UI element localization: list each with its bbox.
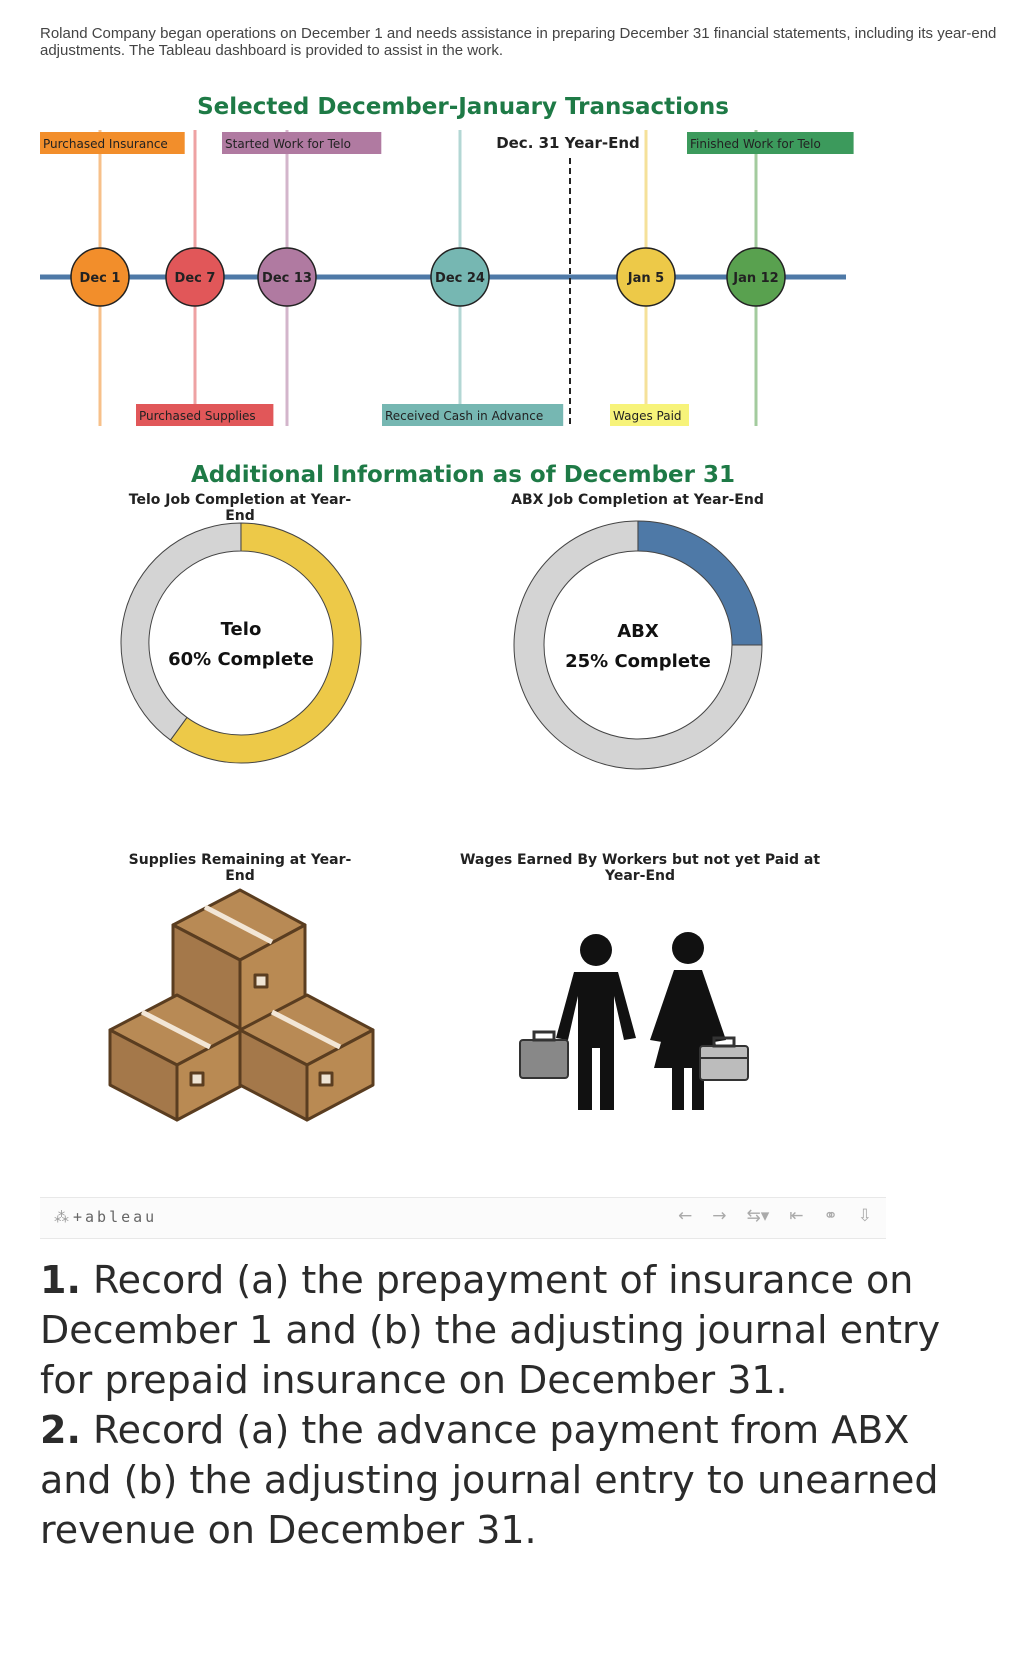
year-end-label: Dec. 31 Year-End <box>496 134 640 152</box>
timeline-event-label: Wages Paid <box>610 404 689 426</box>
download-icon[interactable]: ⇩ <box>857 1206 872 1226</box>
complete-slice <box>169 522 362 764</box>
timeline-event-date: Jan 5 <box>627 271 664 286</box>
timeline-event-circle <box>165 247 225 307</box>
additional-info-title: Additional Information as of December 31 <box>190 462 736 488</box>
remaining-slice <box>513 520 763 770</box>
timeline-event-text: Purchased Insurance <box>43 137 168 151</box>
timeline-event-text: Wages Paid <box>613 409 682 423</box>
tableau-logo[interactable]: ⁂+ableau <box>54 1208 158 1226</box>
donut-center-name: ABX <box>617 621 659 642</box>
questions: 1. Record (a) the prepayment of insuranc… <box>40 1255 990 1555</box>
timeline-event-label: Purchased Supplies <box>136 404 274 426</box>
timeline-event-circle <box>616 247 676 307</box>
redo-icon[interactable]: → <box>712 1206 727 1226</box>
tableau-toolbar: ⁂+ableau ← → ⇆▾ ⇤ ⚭ ⇩ <box>40 1197 886 1239</box>
timeline-event-label: Purchased Insurance <box>40 132 185 154</box>
abx-donut-chart[interactable]: ABX 25% Complete <box>513 520 763 770</box>
donut-center-name: Telo <box>221 619 262 640</box>
abx-chart-title: ABX Job Completion at Year-End <box>511 492 764 508</box>
reset-icon[interactable]: ⇤ <box>789 1206 804 1226</box>
wages-title: Wages Earned By Workers but not yet Paid… <box>459 852 821 884</box>
timeline-event-date: Dec 7 <box>175 271 216 286</box>
workers-image <box>519 932 749 1110</box>
timeline-event-date: Jan 12 <box>732 271 778 286</box>
telo-donut-chart[interactable]: Telo 60% Complete <box>120 522 362 764</box>
remaining-slice <box>120 522 242 741</box>
revert-icon[interactable]: ⇆▾ <box>746 1206 770 1226</box>
timeline-event-date: Dec 24 <box>435 271 485 286</box>
timeline-event-text: Finished Work for Telo <box>690 137 821 151</box>
timeline-event-label: Started Work for Telo <box>222 132 382 154</box>
intro-text: Roland Company began operations on Decem… <box>40 25 997 59</box>
tableau-mark-icon: ⁂ <box>54 1208 69 1226</box>
timeline-event-circle <box>430 247 490 307</box>
supplies-title: Supplies Remaining at Year-End <box>128 852 352 884</box>
question-1: 1. Record (a) the prepayment of insuranc… <box>40 1258 941 1402</box>
question-2: 2. Record (a) the advance payment from A… <box>40 1408 939 1552</box>
timeline-event-circle <box>257 247 317 307</box>
timeline-event-circle <box>70 247 130 307</box>
timeline-event-date: Dec 1 <box>80 271 121 286</box>
supplies-boxes-image <box>108 888 375 1122</box>
timeline-event-label: Finished Work for Telo <box>687 132 854 154</box>
timeline-event-circle <box>726 247 786 307</box>
undo-icon[interactable]: ← <box>677 1206 693 1226</box>
timeline-event-date: Dec 13 <box>262 271 312 286</box>
timeline-event-text: Started Work for Telo <box>225 137 351 151</box>
timeline-event-text: Purchased Supplies <box>139 409 256 423</box>
timeline-event-text: Received Cash in Advance <box>385 409 543 423</box>
donut-center-label: 25% Complete <box>565 651 711 672</box>
timeline-event-label: Received Cash in Advance <box>382 404 564 426</box>
tableau-dashboard[interactable]: Selected December-January Transactions D… <box>40 90 886 1240</box>
donut-center-label: 60% Complete <box>168 649 314 670</box>
telo-chart-title: Telo Job Completion at Year-End <box>128 492 352 524</box>
share-icon[interactable]: ⚭ <box>823 1206 838 1226</box>
timeline-title: Selected December-January Transactions <box>197 94 729 120</box>
